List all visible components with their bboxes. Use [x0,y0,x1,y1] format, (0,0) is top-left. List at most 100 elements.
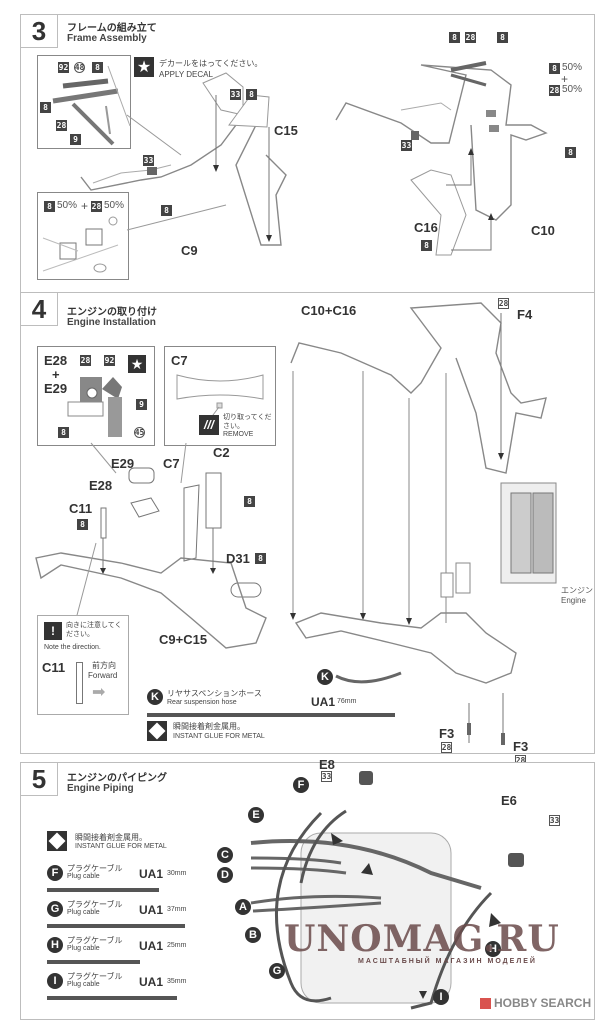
cable-row-f: F プラグケーブル Plug cable UA1 30mm [47,863,197,895]
paint-tag: 33 [321,771,332,782]
cable-length-bar [47,924,185,928]
part-label-c7: C7 [163,456,180,471]
caution-icon: ! [44,622,62,640]
step-4-panel: 4 エンジンの取り付け Engine Installation E28 + E2… [20,292,595,766]
part-label-c15: C15 [274,123,298,138]
step-3-panel: 3 フレームの組み立て Frame Assembly ★ デカールをはってくださ… [20,14,595,294]
paint-tag: 48 [74,62,85,73]
instant-glue-icon [147,721,167,741]
cable-length: 35mm [167,978,187,985]
cable-name-en: Plug cable [67,945,100,952]
engine-label-en: Engine [561,596,586,605]
remove-icon: /// [199,415,219,435]
cable-part: UA1 [139,867,164,881]
direction-note-jp: 向きに注意してください。 [66,622,122,638]
paint-tag: 8 [44,201,55,212]
step-3-title-jp: フレームの組み立て [67,23,157,34]
step-3-number: 3 [21,15,58,48]
part-label-e29: E29 [111,456,135,471]
hose-length: 76mm [337,698,357,705]
remove-note-jp: 切り取ってください。 [223,414,272,430]
part-label-c11: C11 [69,501,93,516]
paint-tag: 28 [56,120,67,131]
glue-note-jp: 瞬間接着剤金属用。 [75,833,147,842]
step-4-assembly-drawing-right [290,302,557,745]
paint-tag: 8 [161,205,172,216]
cable-row-i: I プラグケーブル Plug cable UA1 35mm [47,971,197,1003]
c7-drawing [176,374,264,420]
engine-piping-drawing [250,771,524,1010]
step-4-number: 4 [21,293,58,326]
part-label-f3: F3 [513,739,529,754]
step-5-title-jp: エンジンのパイピング [67,773,167,784]
paint-tag: 33 [401,140,412,151]
cable-row-g: G プラグケーブル Plug cable UA1 37mm [47,899,197,931]
diagram-letter-i: I [433,989,449,1005]
hose-part: UA1 [311,695,336,709]
mix-plus: + [81,199,89,213]
cable-row-h: H プラグケーブル Plug cable UA1 25mm [47,935,197,967]
mix-percent: 50% [562,62,583,73]
step-3-detail-box-mix: 8 50% + 28 50% [37,192,129,280]
part-label-c10: C10 [531,223,555,238]
part-label-e6: E6 [501,793,517,808]
cable-length-bar [47,996,177,1000]
e28-e29-drawing [67,377,122,437]
part-label-f3: F3 [439,726,455,741]
paint-tag: 8 [244,496,255,507]
diagram-letter-a: A [235,899,251,915]
diagram-letter-h: H [485,941,501,957]
cable-part: UA1 [139,975,164,989]
paint-tag: 33 [143,155,154,166]
step-5-panel: 5 エンジンのパイピング Engine Piping 瞬間接着剤金属用。 INS… [20,757,595,1020]
part-label-plus: + [52,367,60,382]
forward-jp: 前方向 [92,661,116,670]
watermark-logo: UNOMAG.RU [284,918,560,960]
glue-note-en: INSTANT GLUE FOR METAL [173,733,265,740]
forward-arrow-icon: ➡ [92,684,106,701]
part-label-c7: C7 [171,353,188,368]
c11-part-drawing [76,662,83,704]
paint-tag: 8 [421,240,432,251]
cable-length: 37mm [167,906,187,913]
step-4-assembly-drawing-left [35,442,267,649]
part-label-f4: F4 [517,307,533,322]
cable-name-en: Plug cable [67,873,100,880]
step-5-title-en: Engine Piping [67,783,134,794]
cable-name-en: Plug cable [67,909,100,916]
step-5-number: 5 [21,763,58,796]
cable-name-jp: プラグケーブル [67,864,123,873]
paint-tag: 28 [498,298,509,309]
cable-length-bar [47,888,159,892]
decal-note-en: APPLY DECAL [159,70,213,79]
paint-tag: 8 [497,32,508,43]
instant-glue-icon [47,831,67,851]
paint-tag: 28 [549,85,560,96]
hose-length-bar [147,713,395,717]
diagram-letter-c: C [217,847,233,863]
paint-tag: 9 [136,399,147,410]
paint-tag: 28 [441,742,452,753]
cable-length: 30mm [167,870,187,877]
step-3-detail-box-linkage: 92 48 8 8 28 9 [37,55,131,149]
diagram-letter-e: E [248,807,264,823]
diagram-letter-g: G [269,963,285,979]
paint-tag: 33 [549,815,560,826]
hose-letter-k: K [317,669,333,685]
cable-name-jp: プラグケーブル [67,900,123,909]
paint-tag: 8 [549,63,560,74]
paint-tag: 92 [104,355,115,366]
mix-percent: 50% [104,200,125,211]
glue-note-en: INSTANT GLUE FOR METAL [75,843,167,850]
decal-note-jp: デカールをはってください。 [159,59,263,68]
cable-length: 25mm [167,942,187,949]
linkage-drawing [52,65,131,146]
paint-tag: 8 [77,519,88,530]
direction-note-box: ! 向きに注意してください。 Note the direction. C11 前… [37,615,129,715]
brand-logo-text: HOBBY SEARCH [494,996,592,1010]
cable-length-bar [47,960,140,964]
paint-tag: 8 [246,89,257,100]
diagram-letter-b: B [245,927,261,943]
part-label-c16: C16 [414,220,438,235]
mix-percent: 50% [57,200,78,211]
